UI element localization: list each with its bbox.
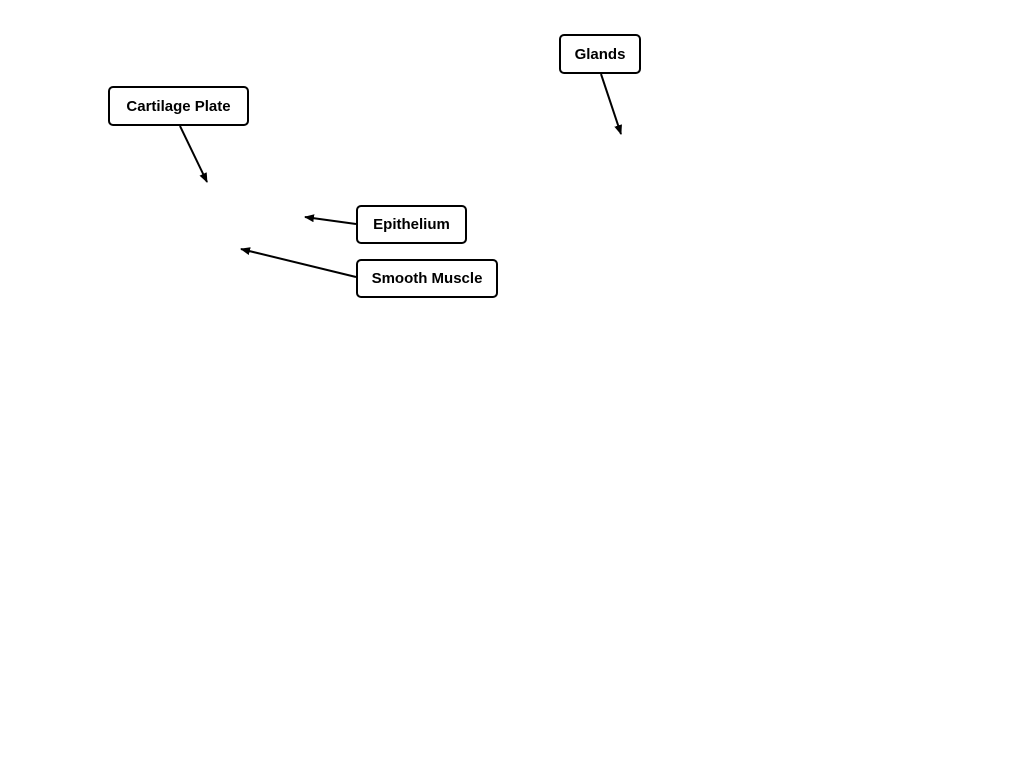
label-smooth-muscle: Smooth Muscle: [356, 259, 498, 298]
label-epithelium: Epithelium: [356, 205, 467, 244]
arrow-glands: [600, 73, 622, 135]
arrow-cartilage-plate: [179, 125, 208, 183]
arrow-epithelium: [304, 214, 357, 225]
arrow-smooth-muscle: [240, 247, 357, 278]
label-cartilage-plate: Cartilage Plate: [108, 86, 249, 126]
label-glands: Glands: [559, 34, 641, 74]
